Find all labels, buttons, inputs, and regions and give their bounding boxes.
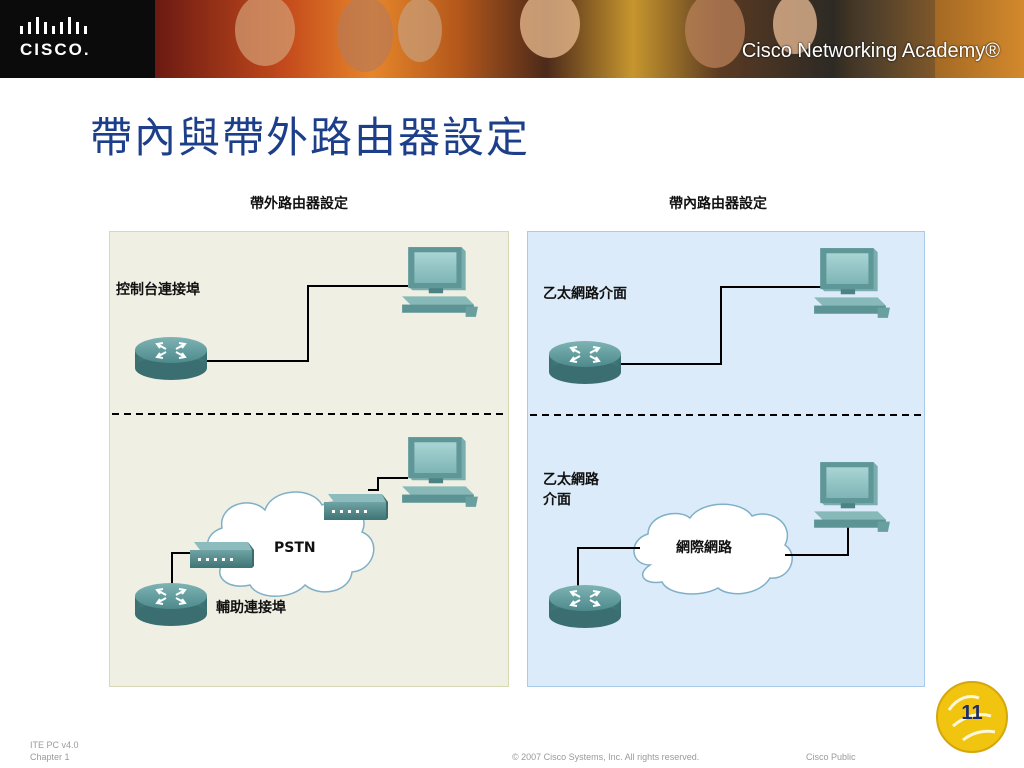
aux-cable-a bbox=[171, 552, 190, 590]
pc-icon bbox=[402, 247, 478, 317]
academy-brand: Cisco Networking Academy® bbox=[741, 40, 1000, 62]
pc-icon bbox=[402, 437, 478, 507]
cisco-bars-icon bbox=[20, 17, 87, 34]
header-banner: CISCO. Cisco Networking Academy® bbox=[0, 0, 1024, 78]
banner-photo-collage bbox=[155, 0, 1024, 78]
console-port-label: 控制台連接埠 bbox=[116, 282, 200, 298]
page-number: 11 bbox=[961, 702, 983, 724]
router-icon bbox=[548, 340, 622, 385]
ethernet-cable-b1 bbox=[577, 547, 640, 586]
footer-chapter: Chapter 1 bbox=[30, 752, 70, 762]
pc-icon bbox=[814, 462, 890, 532]
page-badge-icon bbox=[936, 681, 1008, 753]
cisco-wordmark: CISCO. bbox=[20, 40, 91, 59]
left-panel-caption: 帶外路由器設定 bbox=[250, 196, 348, 212]
slide-title: 帶內與帶外路由器設定 bbox=[90, 113, 531, 162]
footer-copyright: © 2007 Cisco Systems, Inc. All rights re… bbox=[512, 752, 700, 762]
ethernet-cable-b2 bbox=[785, 525, 849, 556]
router-icon bbox=[134, 336, 208, 381]
aux-cable-b bbox=[368, 477, 408, 491]
ethernet-interface-label-line2: 介面 bbox=[543, 492, 571, 508]
router-icon bbox=[548, 584, 622, 629]
pc-icon bbox=[814, 248, 890, 318]
footer-classification: Cisco Public bbox=[806, 752, 856, 762]
cisco-logo: CISCO. bbox=[0, 0, 155, 78]
modem-icon bbox=[190, 542, 254, 568]
internet-label: 網際網路 bbox=[676, 540, 732, 556]
ethernet-interface-label: 乙太網路介面 bbox=[543, 286, 627, 302]
modem-icon bbox=[324, 494, 388, 520]
footer-course: ITE PC v4.0 bbox=[30, 740, 79, 750]
console-cable bbox=[205, 285, 408, 362]
ethernet-interface-label-line1: 乙太網路 bbox=[543, 472, 599, 488]
aux-port-label: 輔助連接埠 bbox=[216, 600, 286, 616]
pstn-label: PSTN bbox=[274, 540, 316, 556]
router-icon bbox=[134, 582, 208, 627]
ethernet-cable-top bbox=[618, 286, 822, 365]
right-panel-caption: 帶內路由器設定 bbox=[669, 196, 767, 212]
internet-cloud bbox=[633, 503, 793, 595]
